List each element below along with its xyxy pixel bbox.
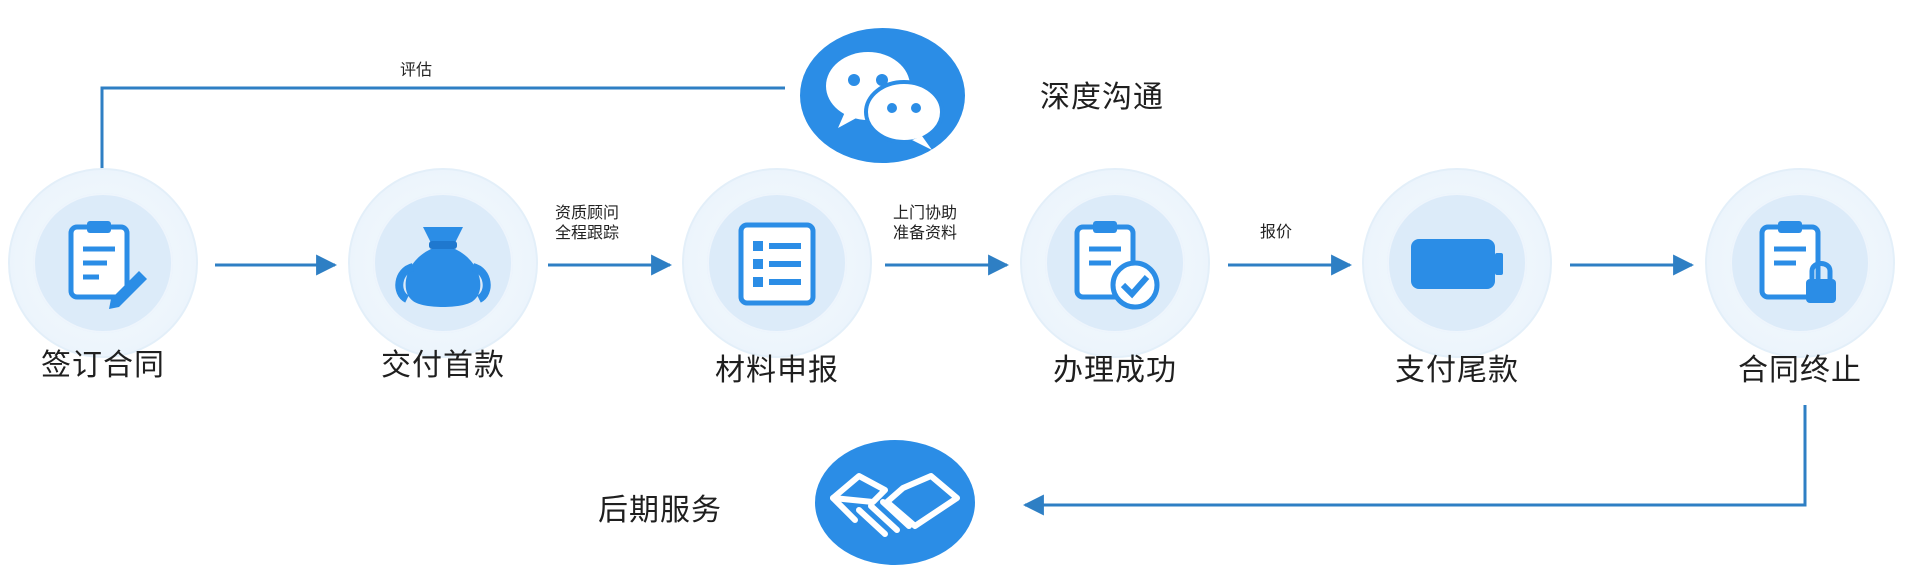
contract-lock-icon (1759, 221, 1836, 303)
arrow-label-2: 资质顾问全程跟踪 (555, 203, 620, 242)
stage-label-4: 办理成功 (1053, 353, 1177, 388)
stage-node-2 (348, 168, 538, 358)
stage-label-5: 支付尾款 (1395, 353, 1519, 388)
stage-label-6: 合同终止 (1738, 353, 1862, 388)
contract-pen-icon (68, 221, 147, 309)
stage-node-5 (1362, 168, 1552, 358)
after-sales-service-label: 后期服务 (598, 493, 722, 528)
loop-arrow-bottom (1022, 405, 1807, 516)
battery-icon (1411, 239, 1503, 289)
stage-node-6 (1705, 168, 1895, 358)
stage-label-2: 交付首款 (381, 348, 505, 383)
arrow-label-5: 报价 (1260, 222, 1293, 241)
money-bag-icon (395, 227, 491, 307)
wechat-icon (826, 52, 944, 150)
stage-label-1: 签订合同 (41, 348, 165, 383)
stage-node-4 (1020, 168, 1210, 358)
handshake-badge (815, 440, 975, 565)
contract-check-icon (1074, 221, 1160, 310)
wechat-badge (800, 28, 965, 163)
deep-communication-label: 深度沟通 (1040, 80, 1164, 115)
stage-label-3: 材料申报 (715, 353, 839, 388)
stage-node-1 (8, 168, 198, 358)
handshake-icon (830, 473, 960, 537)
top-loop-label: 评估 (400, 60, 433, 79)
loop-arrow-top (91, 86, 785, 201)
arrow-label-3: 上门协助准备资料 (893, 203, 958, 242)
stage-node-3 (682, 168, 872, 358)
form-list-icon (738, 222, 816, 306)
